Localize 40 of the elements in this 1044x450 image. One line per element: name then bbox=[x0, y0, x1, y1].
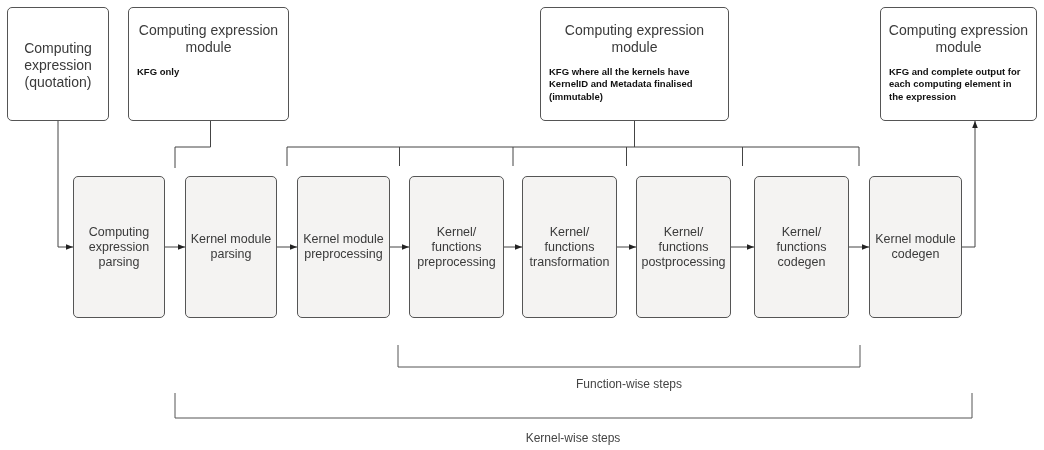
box-title: Kernel/ functions postprocessing bbox=[640, 224, 727, 270]
bracket-label: Kernel-wise steps bbox=[525, 431, 621, 445]
process-box bbox=[297, 176, 390, 318]
connector-line bbox=[286, 120, 860, 167]
box-title: Kernel module codegen bbox=[874, 232, 957, 262]
box-description: KFG only bbox=[137, 65, 181, 79]
output-box bbox=[880, 7, 1037, 121]
arrow bbox=[616, 244, 637, 250]
box-title: Computing expression (quotation) bbox=[23, 40, 93, 91]
box-title: Computing expression parsing bbox=[87, 224, 151, 270]
arrow bbox=[730, 244, 755, 250]
bracket-label: Function-wise steps bbox=[576, 377, 682, 391]
connector-line bbox=[174, 120, 211, 169]
box-title: Computing expression module bbox=[887, 22, 1030, 56]
arrow bbox=[848, 244, 870, 250]
arrow bbox=[276, 244, 298, 250]
process-box bbox=[754, 176, 849, 318]
box-title: Kernel/ functions preprocessing bbox=[416, 224, 497, 270]
process-box bbox=[185, 176, 277, 318]
arrow bbox=[164, 244, 186, 250]
box-title: Kernel module preprocessing bbox=[302, 232, 385, 262]
arrow bbox=[389, 244, 410, 250]
process-box bbox=[522, 176, 617, 318]
output-box bbox=[128, 7, 289, 121]
box-title: Kernel module parsing bbox=[189, 232, 273, 262]
box-description: KFG where all the kernels have KernelID and Metadata finalised (immutable) bbox=[549, 65, 694, 105]
box-title: Kernel/ functions transformation bbox=[528, 224, 611, 270]
process-box bbox=[869, 176, 962, 318]
process-box bbox=[73, 176, 165, 318]
output-box bbox=[7, 7, 109, 121]
process-box bbox=[636, 176, 731, 318]
arrow bbox=[503, 244, 523, 250]
box-title: Kernel/ functions codegen bbox=[775, 224, 828, 270]
box-title: Computing expression module bbox=[563, 22, 706, 56]
process-box bbox=[409, 176, 504, 318]
arrow bbox=[961, 120, 978, 248]
box-description: KFG and complete output for each computing element in the expression bbox=[889, 65, 1022, 105]
box-title: Computing expression module bbox=[137, 22, 280, 56]
arrow bbox=[57, 120, 74, 250]
output-box bbox=[540, 7, 729, 121]
